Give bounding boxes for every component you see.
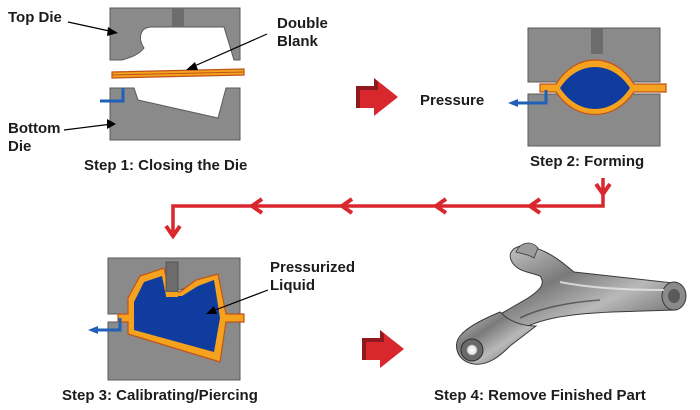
flow-chevron-left-2 (432, 197, 448, 215)
label-top-die: Top Die (8, 9, 62, 26)
caption-step-4: Step 4: Remove Finished Part (434, 387, 646, 404)
step3-punch-tip (166, 292, 178, 297)
step3-liquid (134, 276, 220, 352)
process-arrow-2 (362, 330, 404, 368)
step2-top-die-slot (591, 28, 603, 54)
step1-top-die-slot (172, 8, 184, 27)
step3-feed-pipe (98, 318, 122, 332)
label-bottom-die-line1: Bottom (8, 120, 61, 137)
caption-step-1: Step 1: Closing the Die (84, 157, 248, 174)
step2-liquid (560, 67, 630, 109)
flow-line (171, 178, 605, 232)
step3-die-assembly (88, 257, 269, 381)
label-double-blank-line1: Double (277, 15, 328, 32)
caption-step-2: Step 2: Forming (530, 153, 645, 170)
label-pressure: Pressure (420, 92, 485, 109)
step2-die-assembly (508, 27, 667, 147)
step1-feed-pipe (100, 88, 125, 103)
step1-top-die (109, 7, 241, 61)
label-bottom-die-line2: Die (8, 138, 32, 155)
step3-piercing-punch (165, 261, 179, 293)
flow-chevron-left-4 (248, 197, 264, 215)
step2-feed-pipe (518, 90, 548, 105)
finished-part-arm-upper (492, 245, 683, 339)
process-arrow-1 (356, 78, 398, 116)
label-double-blank-line2: Blank (277, 33, 318, 50)
label-pressurized-line2: Liquid (270, 277, 315, 294)
finished-part (456, 242, 687, 365)
label-pressurized-line1: Pressurized (270, 259, 356, 276)
caption-step-3: Step 3: Calibrating/Piercing (62, 387, 258, 404)
step3-pressure-arrow (88, 326, 98, 334)
flow-chevron-left-1 (526, 197, 542, 215)
finished-part-fork (515, 242, 539, 259)
flow-chevron-down-bottom (164, 224, 182, 240)
flow-chevron-down-top (594, 182, 612, 198)
step2-pressure-arrow (508, 99, 518, 107)
step1-bottom-die (109, 87, 241, 141)
step1-die-assembly (63, 7, 268, 141)
flow-arrow (164, 178, 612, 240)
flow-chevron-left-3 (338, 197, 354, 215)
finished-part-eye-hole (466, 344, 478, 356)
